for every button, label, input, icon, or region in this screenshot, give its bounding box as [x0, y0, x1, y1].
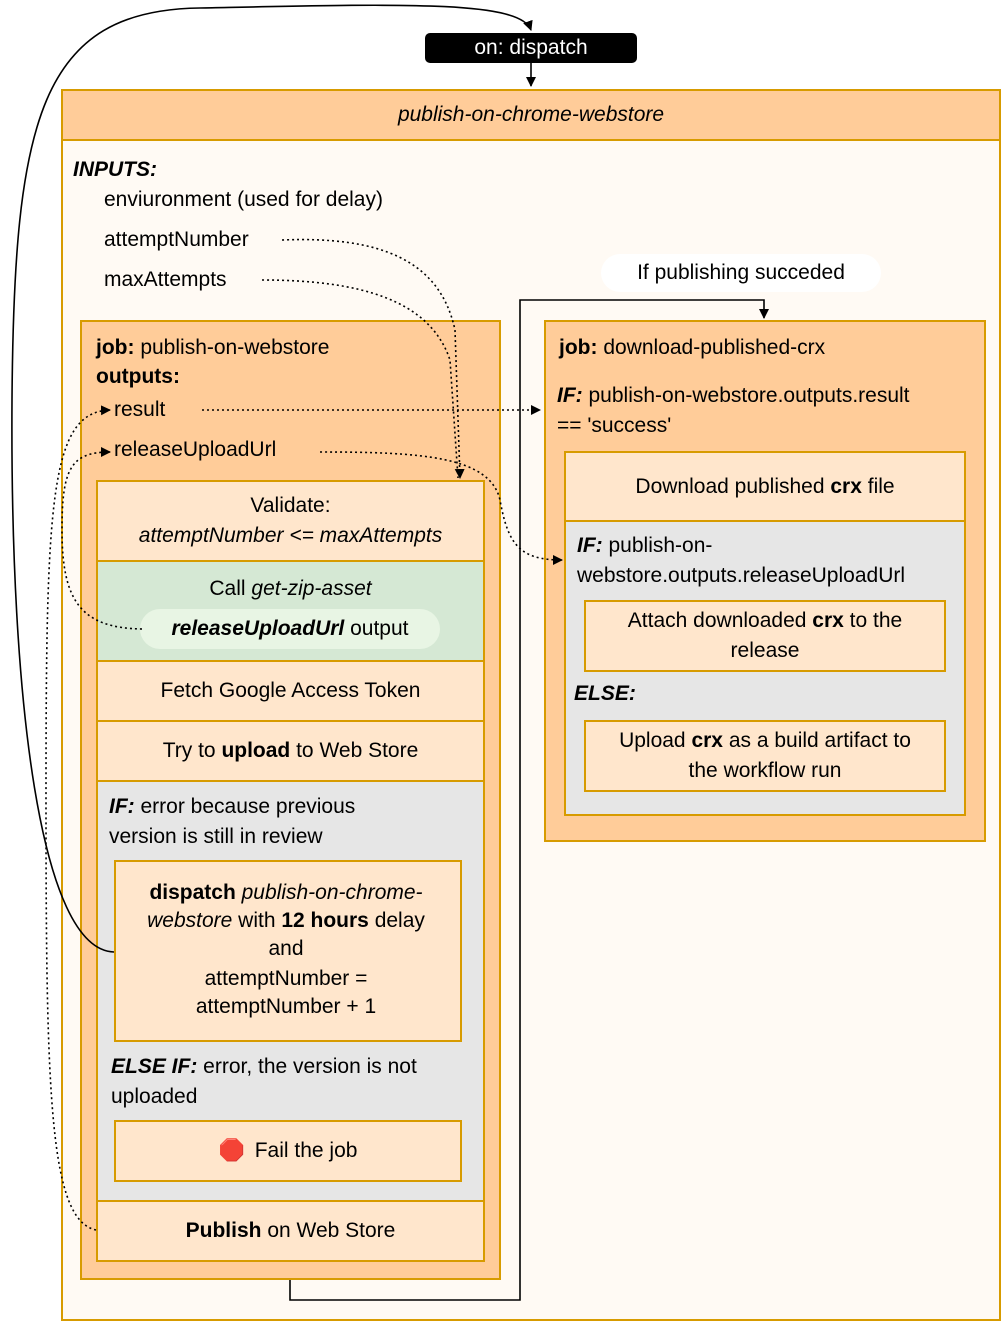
dispatch-line1: dispatch publish-on-chrome- [149, 881, 423, 904]
workflow-title: publish-on-chrome-webstore [397, 103, 665, 126]
if-review-condition-line2: version is still in review [109, 825, 323, 848]
success-condition-label: If publishing succeded [601, 254, 881, 292]
elseif-not-uploaded-condition: ELSE IF: error, the version is not [111, 1055, 417, 1078]
release-upload-url-output-pill: releaseUploadUrl output [140, 609, 440, 649]
inputs-heading: INPUTS: [73, 158, 157, 181]
if-review-condition: IF: error because previous [109, 795, 356, 818]
step-publish: Publish on Web Store [96, 1200, 485, 1262]
publish-to-download-arrow [289, 299, 769, 1301]
input-max-attempts: maxAttempts [104, 268, 227, 291]
input-attempt-number: attemptNumber [104, 228, 249, 251]
dispatch-trigger-label: on: dispatch [474, 36, 588, 59]
zip-output-to-release-url-arrow [61, 447, 143, 630]
elseif-not-uploaded-condition-line2: uploaded [111, 1085, 198, 1108]
step-fetch-token: Fetch Google Access Token [96, 660, 485, 722]
release-if-condition-line2: webstore.outputs.releaseUploadUrl [577, 564, 906, 587]
job-download-title: job: download-published-crx [559, 336, 826, 359]
output-result: result [114, 398, 166, 421]
release-else-condition: ELSE: [574, 682, 636, 705]
job-publish-title: job: publish-on-webstore [96, 336, 330, 359]
release-if-condition: IF: publish-on- [577, 534, 713, 557]
step-fail-job: 🛑Fail the job [114, 1120, 462, 1182]
dispatch-line4: attemptNumber = [204, 967, 368, 990]
download-if-condition: IF: publish-on-webstore.outputs.result [557, 384, 910, 407]
input-environment: enviuronment (used for delay) [104, 188, 383, 211]
step-try-upload: Try to upload to Web Store [96, 720, 485, 782]
release-url-to-if-arrow [319, 451, 563, 565]
job-publish-outputs-heading: outputs: [96, 365, 180, 388]
max-attempts-arrow [261, 279, 459, 479]
dispatch-trigger: on: dispatch [425, 33, 637, 63]
dispatch-line2: webstore with 12 hours delay [147, 909, 425, 932]
dispatch-line5: attemptNumber + 1 [195, 995, 377, 1018]
step-download-crx: Download published crx file [564, 451, 966, 523]
workflow-title-bar: publish-on-chrome-webstore [61, 89, 1001, 141]
step-upload-artifact: Upload crx as a build artifact to the wo… [584, 720, 946, 792]
download-if-condition-line2: == 'success' [557, 414, 672, 437]
stop-sign-icon: 🛑 [218, 1139, 245, 1162]
step-dispatch-retry [114, 860, 462, 1042]
step-validate: Validate: attemptNumber <= maxAttempts [96, 480, 485, 562]
attempt-number-arrow [281, 238, 465, 479]
publish-to-result-arrow [45, 405, 111, 1231]
dispatch-loop-arrow [11, 4, 533, 953]
dispatch-line3: and [268, 937, 304, 960]
step-attach-crx: Attach downloaded crx to the release [584, 600, 946, 672]
output-release-upload-url: releaseUploadUrl [114, 438, 277, 461]
